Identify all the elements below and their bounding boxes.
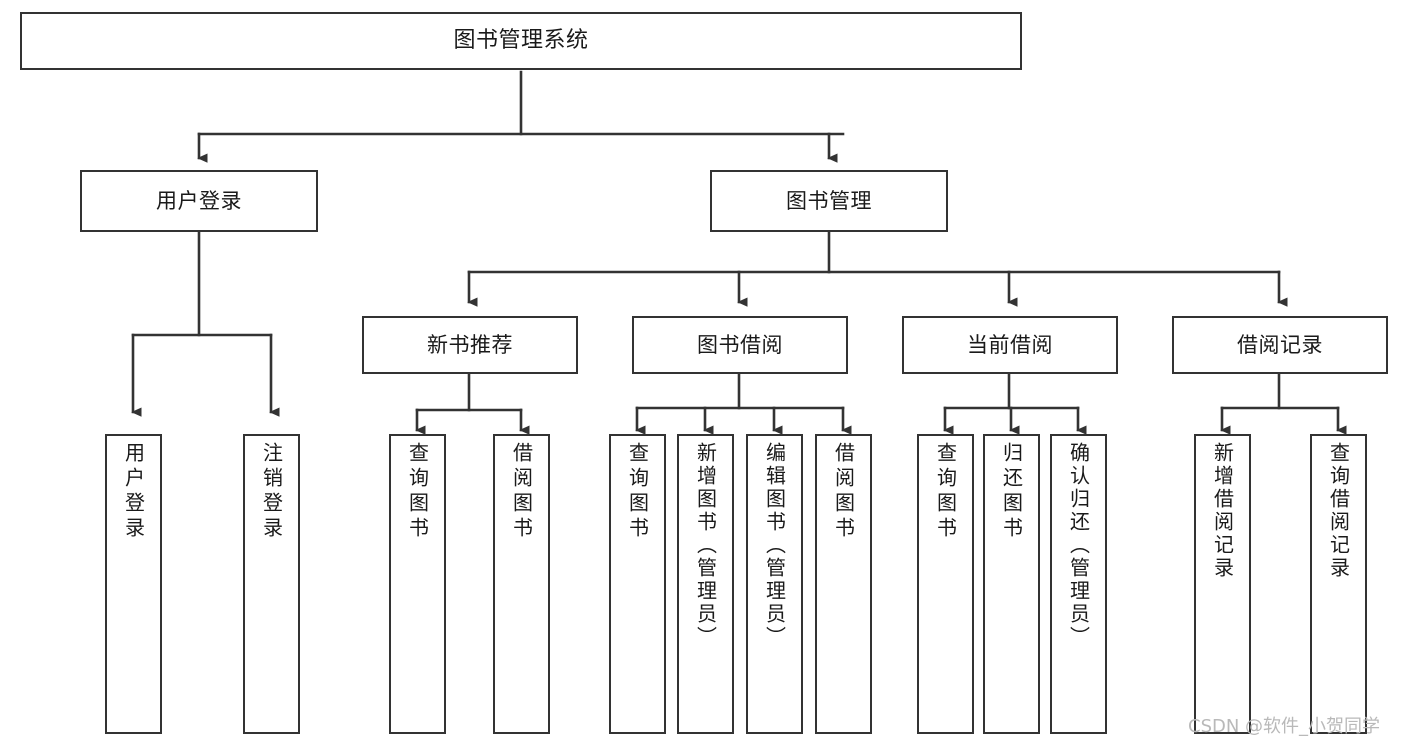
- leaf-user-login-label: 用户登录: [121, 442, 146, 542]
- leaf-query-book-current-label: 查询图书: [933, 442, 958, 542]
- leaf-edit-book-admin-label: 编辑图书（管理员）: [762, 442, 787, 649]
- leaf-logout-label: 注销登录: [259, 442, 284, 542]
- leaf-query-book-borrow-label: 查询图书: [625, 442, 650, 542]
- leaf-query-borrow-record[interactable]: 查询借阅记录: [1310, 434, 1367, 734]
- node-user-login[interactable]: 用户登录: [80, 170, 318, 232]
- leaf-query-book-borrow[interactable]: 查询图书: [609, 434, 666, 734]
- leaf-query-book-new-label: 查询图书: [405, 442, 430, 542]
- node-new-book-recommend-label: 新书推荐: [427, 332, 513, 357]
- node-current-borrow[interactable]: 当前借阅: [902, 316, 1118, 374]
- leaf-confirm-return-admin[interactable]: 确认归还（管理员）: [1050, 434, 1107, 734]
- leaf-borrow-book-new-label: 借阅图书: [509, 442, 534, 542]
- node-borrow-record[interactable]: 借阅记录: [1172, 316, 1388, 374]
- node-root[interactable]: 图书管理系统: [20, 12, 1022, 70]
- node-user-login-label: 用户登录: [156, 188, 242, 213]
- node-book-borrow-label: 图书借阅: [697, 332, 783, 357]
- leaf-borrow-book-label: 借阅图书: [831, 442, 856, 542]
- leaf-add-borrow-record[interactable]: 新增借阅记录: [1194, 434, 1251, 734]
- leaf-return-book-label: 归还图书: [999, 442, 1024, 542]
- node-book-management-label: 图书管理: [786, 188, 872, 213]
- leaf-logout[interactable]: 注销登录: [243, 434, 300, 734]
- leaf-query-borrow-record-label: 查询借阅记录: [1326, 442, 1351, 580]
- leaf-return-book[interactable]: 归还图书: [983, 434, 1040, 734]
- node-borrow-record-label: 借阅记录: [1237, 332, 1323, 357]
- leaf-confirm-return-admin-label: 确认归还（管理员）: [1066, 442, 1091, 649]
- leaf-query-book-new[interactable]: 查询图书: [389, 434, 446, 734]
- leaf-add-borrow-record-label: 新增借阅记录: [1210, 442, 1235, 580]
- node-new-book-recommend[interactable]: 新书推荐: [362, 316, 578, 374]
- node-root-label: 图书管理系统: [453, 28, 589, 54]
- node-book-borrow[interactable]: 图书借阅: [632, 316, 848, 374]
- node-book-management[interactable]: 图书管理: [710, 170, 948, 232]
- leaf-borrow-book[interactable]: 借阅图书: [815, 434, 872, 734]
- leaf-borrow-book-new[interactable]: 借阅图书: [493, 434, 550, 734]
- leaf-edit-book-admin[interactable]: 编辑图书（管理员）: [746, 434, 803, 734]
- leaf-add-book-admin-label: 新增图书（管理员）: [693, 442, 718, 649]
- leaf-user-login[interactable]: 用户登录: [105, 434, 162, 734]
- leaf-query-book-current[interactable]: 查询图书: [917, 434, 974, 734]
- node-current-borrow-label: 当前借阅: [967, 332, 1053, 357]
- leaf-add-book-admin[interactable]: 新增图书（管理员）: [677, 434, 734, 734]
- watermark: CSDN @软件_小贺同学: [1188, 716, 1381, 737]
